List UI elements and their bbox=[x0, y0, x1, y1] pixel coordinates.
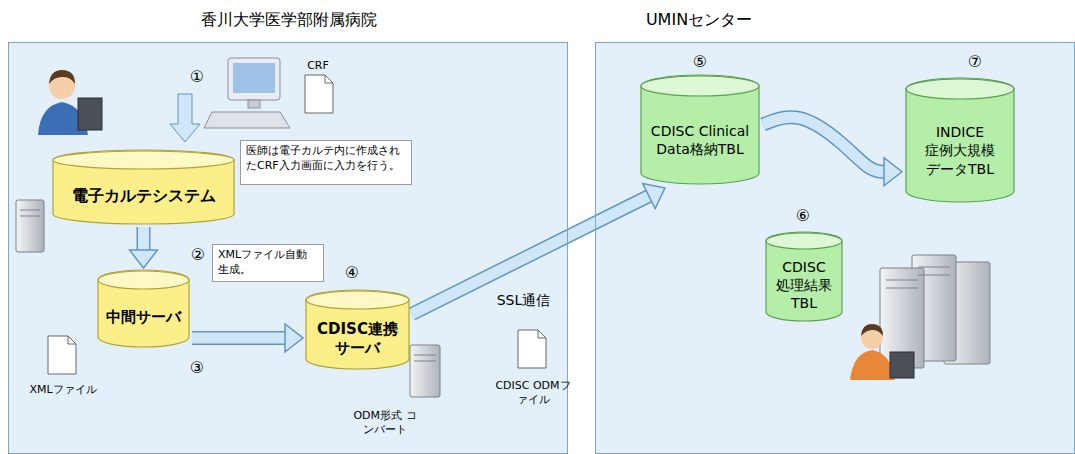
doctor-icon bbox=[38, 70, 102, 135]
document-icon bbox=[518, 330, 546, 368]
flow-arrow bbox=[763, 117, 902, 186]
flow-arrow bbox=[130, 227, 158, 268]
cylinder-body bbox=[641, 75, 759, 184]
panel-ground bbox=[8, 42, 568, 454]
panel-ground bbox=[595, 42, 1075, 454]
arrow-body bbox=[763, 117, 886, 172]
cylinder-label: 電子カルテシステム bbox=[58, 186, 229, 207]
document-icon bbox=[48, 336, 76, 374]
cylinder-cap bbox=[306, 291, 409, 309]
site-heading: UMINセンター bbox=[646, 10, 752, 30]
cylinder-body bbox=[766, 232, 842, 321]
cylinder-body bbox=[53, 150, 234, 224]
database-cylinder: CDISC 処理結果 TBL bbox=[765, 232, 843, 322]
cylinder-label-area: 中間サーバ bbox=[97, 285, 190, 333]
flow-arrow bbox=[192, 324, 303, 352]
operator-icon bbox=[850, 324, 914, 380]
cylinder-label-area: CDISC 処理結果 TBL bbox=[765, 237, 843, 318]
arrow-head bbox=[643, 183, 665, 208]
callout-number: ② bbox=[191, 245, 205, 266]
cylinder-label: CDISC連携サーバ bbox=[314, 320, 402, 359]
icon-caption: XMLファイル bbox=[29, 383, 96, 397]
cylinder-cap bbox=[641, 76, 759, 96]
arrow-outline bbox=[763, 117, 886, 172]
cylinder-cap bbox=[906, 79, 1014, 99]
icon-caption: CDISC ODMファイル bbox=[492, 379, 574, 408]
note-box: XMLファイル自動生成。 bbox=[212, 244, 324, 282]
callout-number: ⑥ bbox=[796, 206, 810, 227]
cylinder-body bbox=[906, 78, 1014, 202]
note-text: 医師は電子カルテ内に作成されたCRF入力画面に入力を行う。 bbox=[246, 144, 406, 174]
callout-number: ④ bbox=[345, 263, 359, 284]
database-cylinder: CDISC Clinical Data格納TBL bbox=[640, 75, 760, 185]
edge-label: SSL通信 bbox=[494, 292, 554, 310]
callout-number: ⑤ bbox=[693, 52, 707, 73]
database-cylinder: 電子カルテシステム bbox=[52, 150, 235, 225]
arrow-outline bbox=[412, 195, 651, 314]
arrow-head bbox=[130, 250, 158, 268]
arrow-body bbox=[192, 333, 287, 344]
cylinder-label-area: CDISC Clinical Data格納TBL bbox=[640, 97, 760, 163]
input-arrow bbox=[170, 94, 200, 142]
cylinder-label-area: 電子カルテシステム bbox=[52, 163, 235, 212]
server-icon bbox=[16, 200, 44, 252]
icon-caption: ODM形式 コンバート bbox=[353, 409, 417, 438]
arrow-outline bbox=[192, 331, 287, 345]
icon-caption: CRF bbox=[307, 59, 329, 73]
cylinder-cap bbox=[98, 271, 189, 289]
cylinder-label: CDISC Clinical Data格納TBL bbox=[646, 122, 754, 158]
note-text: XMLファイル自動生成。 bbox=[218, 248, 318, 278]
database-cylinder: 中間サーバ bbox=[97, 270, 190, 348]
database-cylinder: CDISC連携サーバ bbox=[305, 290, 410, 370]
arrow-body bbox=[138, 227, 149, 252]
arrow-body bbox=[412, 195, 651, 314]
cylinder-body bbox=[98, 270, 189, 347]
cylinder-label: INDICE 症例大規模 データTBL bbox=[911, 123, 1009, 178]
cylinder-outline bbox=[905, 78, 1015, 203]
cylinder-cap bbox=[766, 233, 842, 249]
callout-number: ⑦ bbox=[968, 52, 982, 73]
server-icon bbox=[410, 345, 440, 397]
site-panel: CDISC Clinical Data格納TBL CDISC 処理結果 TBL IN… bbox=[595, 42, 1075, 454]
cylinder-label-area: INDICE 症例大規模 データTBL bbox=[905, 98, 1015, 183]
cylinder-label-area: CDISC連携サーバ bbox=[305, 297, 410, 364]
arrow-outline bbox=[137, 227, 151, 252]
database-cylinder: INDICE 症例大規模 データTBL bbox=[905, 78, 1015, 203]
computer-icon bbox=[204, 58, 290, 128]
note-box: 医師は電子カルテ内に作成されたCRF入力画面に入力を行う。 bbox=[240, 140, 412, 185]
arrow-head bbox=[285, 324, 303, 352]
flow-arrow bbox=[412, 183, 665, 314]
callout-number: ① bbox=[190, 67, 204, 88]
cylinder-cap bbox=[53, 151, 234, 169]
callout-number: ③ bbox=[190, 358, 204, 379]
cylinder-body bbox=[306, 290, 409, 369]
cylinder-label: 中間サーバ bbox=[101, 308, 186, 328]
cylinder-label: CDISC 処理結果 TBL bbox=[769, 258, 839, 313]
site-heading: 香川大学医学部附属病院 bbox=[201, 10, 377, 30]
server-rack-icon bbox=[880, 255, 990, 368]
arrow-head bbox=[884, 158, 902, 186]
document-icon bbox=[305, 75, 333, 113]
